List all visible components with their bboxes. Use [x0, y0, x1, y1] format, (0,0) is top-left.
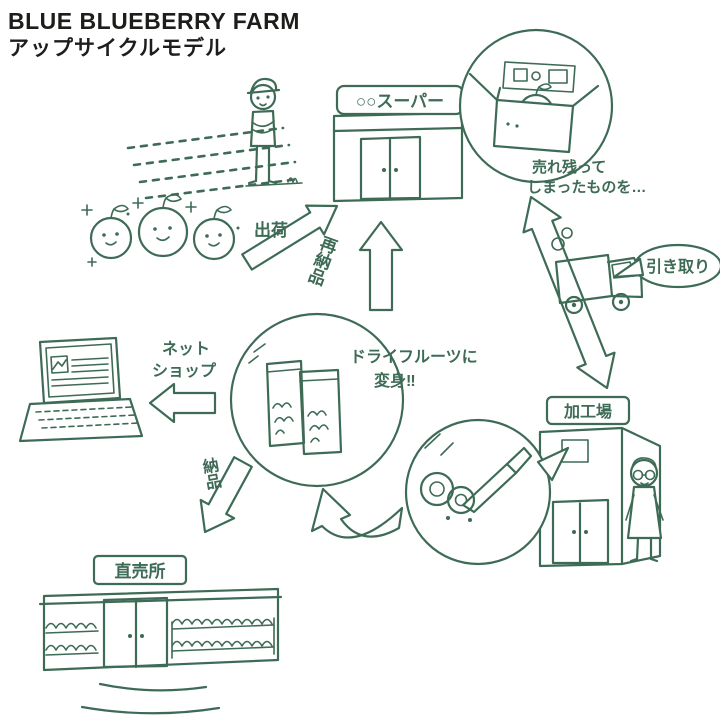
- pickup-speech-bubble: 引き取り: [612, 243, 720, 289]
- farm-field-illustration: [126, 126, 301, 200]
- unsold-note-line2: しまったものを…: [527, 179, 646, 196]
- walkway-path: [80, 682, 221, 715]
- cardboard-box-icon: [468, 61, 600, 154]
- pickup-double-arrow: [522, 195, 616, 390]
- processing-plant-building: 加工場: [538, 395, 664, 568]
- direct-store-building: 直売所: [38, 554, 283, 715]
- supermarket-sign-label: ○○スーパー: [356, 92, 444, 111]
- farmer-illustration: [245, 77, 303, 187]
- redelivery-label: 再納品: [303, 233, 339, 289]
- dried-note-line2: 変身‼: [374, 371, 416, 390]
- blueberries-illustration: [81, 193, 240, 267]
- knife-icon: [461, 446, 533, 514]
- worker-illustration: [625, 457, 664, 563]
- supermarket-building: ○○スーパー: [332, 84, 465, 203]
- diagram-title-block: BLUE BLUEBERRY FARM アップサイクルモデル: [8, 8, 300, 62]
- page-subtitle: アップサイクルモデル: [8, 37, 227, 61]
- net-shop-illustration: ネット ショップ: [18, 336, 217, 443]
- pickup-bubble-label: 引き取り: [646, 258, 710, 276]
- delivery-arrow: 納品: [198, 455, 253, 534]
- pickup-truck-illustration: 引き取り: [551, 227, 720, 315]
- net-shop-label-line1: ネット: [162, 340, 210, 358]
- plant-sign-label: 加工場: [563, 403, 612, 421]
- store-doors: [102, 596, 169, 669]
- plant-doors: [551, 498, 610, 565]
- shipping-label: 出荷: [254, 220, 288, 240]
- page-title: BLUE BLUEBERRY FARM: [8, 8, 300, 34]
- produce-shelf: [45, 622, 99, 656]
- redelivery-arrow: 再納品: [303, 220, 404, 312]
- processing-vignette: [404, 418, 570, 566]
- unsold-note-line1: 売れ残って: [532, 158, 606, 176]
- plant-signboard: [545, 395, 631, 426]
- net-shop-label-line2: ショップ: [152, 361, 217, 380]
- produce-shelf: [171, 617, 275, 659]
- store-signboard: [92, 554, 188, 586]
- to-net-shop-arrow: [148, 382, 217, 424]
- dried-fruit-vignette: ドライフルーツに 変身‼: [229, 312, 478, 488]
- sparkle-icon: [81, 197, 240, 267]
- unsold-box-vignette: 売れ残って しまったものを…: [458, 28, 646, 196]
- supermarket-doors: [359, 135, 422, 201]
- exhaust-smoke-icon: [551, 227, 573, 251]
- store-sign-label: 直売所: [115, 561, 166, 581]
- processing-to-pack-arrow: [310, 487, 404, 539]
- delivery-label: 納品: [198, 455, 223, 492]
- dried-note-line1: ドライフルーツに: [350, 349, 478, 366]
- dried-fruit-pouch: [298, 368, 343, 456]
- shipping-arrow: 出荷: [241, 204, 339, 271]
